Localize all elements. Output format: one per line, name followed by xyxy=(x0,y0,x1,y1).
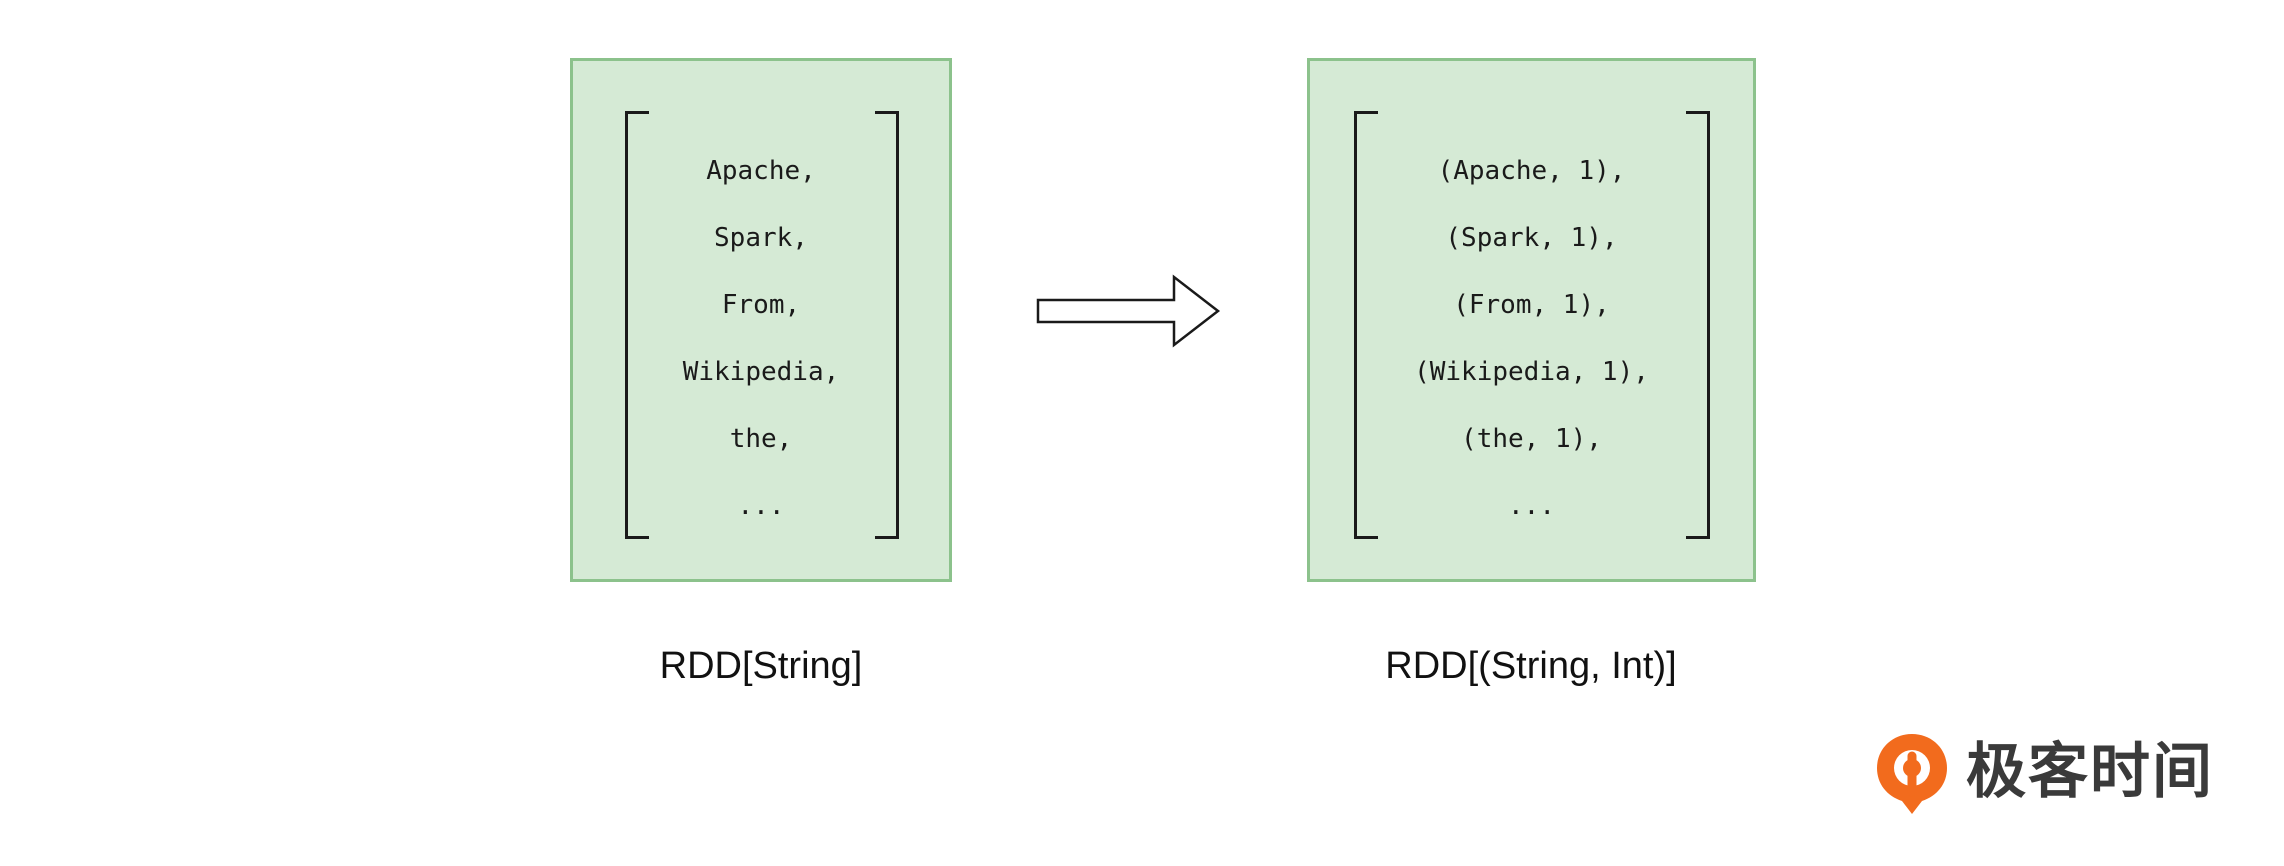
list-item: (the, 1), xyxy=(1461,424,1602,454)
list-item: (From, 1), xyxy=(1453,290,1610,320)
rdd-string-caption: RDD[String] xyxy=(659,645,863,687)
list-item: From, xyxy=(721,290,801,320)
list-item: ... xyxy=(1508,491,1555,521)
list-item: (Wikipedia, 1), xyxy=(1414,357,1649,387)
list-item: (Apache, 1), xyxy=(1437,156,1626,186)
left-bracket-close xyxy=(875,111,899,539)
right-bracket-close xyxy=(1686,111,1710,539)
right-bracket-open xyxy=(1354,111,1378,539)
list-item: Apache, xyxy=(706,156,816,186)
list-item: (Spark, 1), xyxy=(1445,223,1618,253)
rdd-string-items: Apache, Spark, From, Wikipedia, the, ... xyxy=(573,138,949,540)
geektime-logo: 极客时间 xyxy=(1874,728,2234,818)
list-item: Wikipedia, xyxy=(682,357,840,387)
transform-arrow-icon xyxy=(1036,274,1221,348)
list-item: the, xyxy=(729,424,793,454)
rdd-pair-caption: RDD[(String, Int)] xyxy=(1385,645,1677,687)
rdd-string-box: Apache, Spark, From, Wikipedia, the, ... xyxy=(570,58,952,582)
list-item: Spark, xyxy=(714,223,808,253)
geektime-logo-text: 极客时间 xyxy=(1966,737,2214,807)
geektime-logo-icon xyxy=(1877,734,1947,814)
left-bracket-open xyxy=(625,111,649,539)
rdd-pair-items: (Apache, 1), (Spark, 1), (From, 1), (Wik… xyxy=(1310,138,1753,540)
rdd-pair-box: (Apache, 1), (Spark, 1), (From, 1), (Wik… xyxy=(1307,58,1756,582)
list-item: ... xyxy=(737,491,785,521)
